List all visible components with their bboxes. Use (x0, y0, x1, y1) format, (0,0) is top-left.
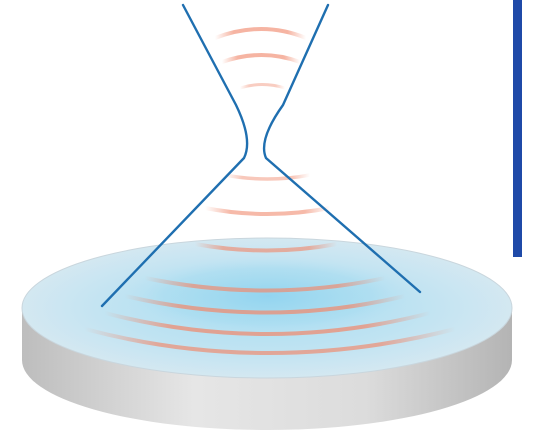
vertical-bar (513, 0, 522, 257)
